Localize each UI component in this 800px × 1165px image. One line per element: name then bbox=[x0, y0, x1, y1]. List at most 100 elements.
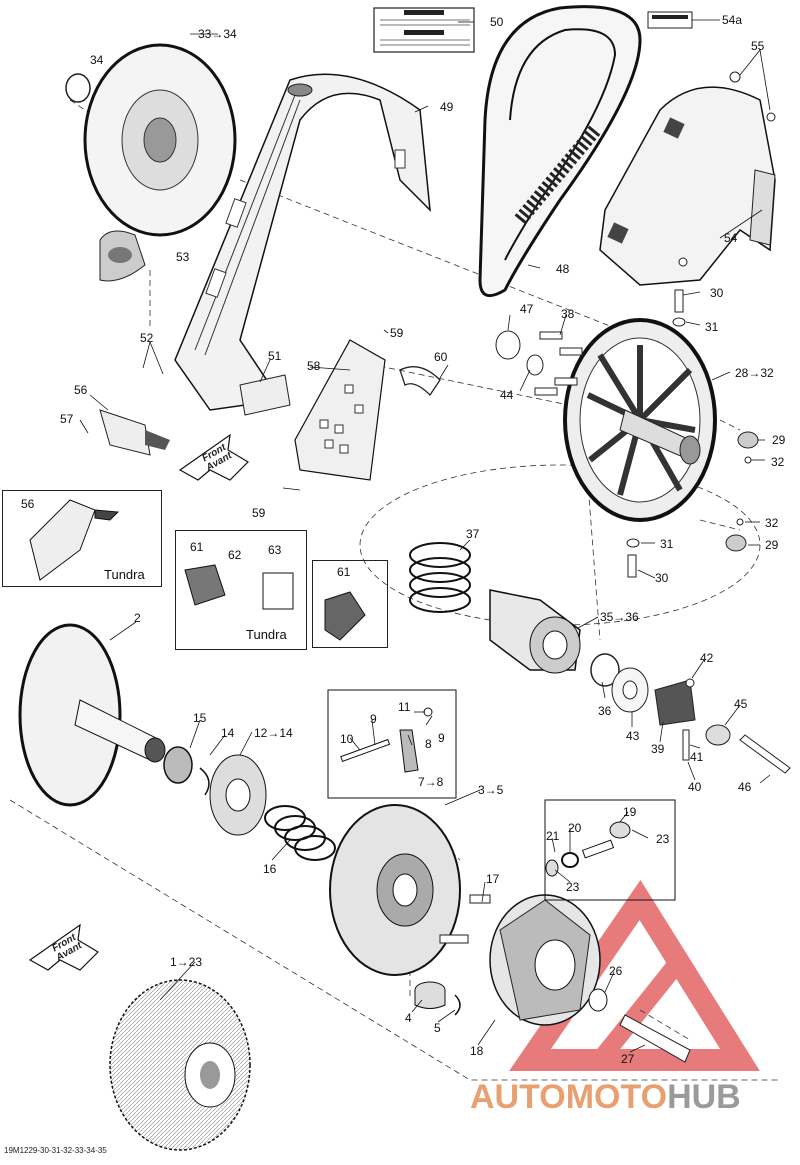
callout-60: 60 bbox=[434, 350, 448, 364]
callout-31-upper: 31 bbox=[705, 320, 719, 334]
inset-box-part-61 bbox=[312, 560, 388, 648]
callout-33-34: 33→34 bbox=[198, 27, 237, 41]
callout-55: 55 bbox=[751, 39, 765, 53]
callout-19: 19 bbox=[623, 805, 637, 819]
callout-44: 44 bbox=[500, 388, 514, 402]
inset-flyweight-icon bbox=[327, 689, 457, 799]
callout-9-left: 9 bbox=[370, 712, 377, 726]
callout-52: 52 bbox=[140, 331, 154, 345]
callout-40: 40 bbox=[688, 780, 702, 794]
callout-17: 17 bbox=[486, 872, 500, 886]
callout-2: 2 bbox=[134, 611, 141, 625]
callout-59-lower: 59 bbox=[252, 506, 266, 520]
front-direction-arrow-icon bbox=[28, 433, 249, 971]
callout-28-32: 28→32 bbox=[735, 366, 774, 380]
callout-9-right: 9 bbox=[438, 731, 445, 745]
movable-sheave-3-icon bbox=[329, 804, 491, 976]
callout-12-14: 12→14 bbox=[254, 726, 293, 740]
driven-pulley-28-icon bbox=[563, 318, 717, 522]
guard-cover-54-icon bbox=[599, 71, 776, 286]
inset-tundra-parts-icon bbox=[184, 564, 366, 641]
callout-11: 11 bbox=[398, 700, 411, 714]
callout-23-right: 23 bbox=[656, 832, 670, 846]
bushing-4-5-icon bbox=[414, 981, 461, 1016]
sheave-hardware-icon bbox=[163, 746, 267, 836]
drive-belt-48-icon bbox=[478, 5, 642, 298]
callout-4: 4 bbox=[405, 1011, 412, 1025]
driven-hardware-icon bbox=[590, 653, 791, 774]
callout-48: 48 bbox=[556, 262, 570, 276]
callout-56-inset: 56 bbox=[21, 497, 35, 511]
callout-45: 45 bbox=[734, 697, 748, 711]
bracket-56-icon bbox=[99, 409, 170, 456]
cam-35-icon bbox=[489, 589, 581, 674]
inset-label-tundra-1: Tundra bbox=[104, 567, 145, 582]
callout-53: 53 bbox=[176, 250, 190, 264]
callout-41: 41 bbox=[690, 750, 704, 764]
callout-43: 43 bbox=[626, 729, 640, 743]
inset-box-tundra-parts bbox=[175, 530, 307, 650]
fasteners-icon bbox=[495, 289, 759, 578]
callout-46: 46 bbox=[738, 780, 752, 794]
callout-36: 36 bbox=[598, 704, 612, 718]
callout-50: 50 bbox=[490, 15, 504, 29]
watermark-text-part1: AUTOMOTO bbox=[470, 1078, 668, 1116]
spring-37-icon bbox=[409, 542, 471, 613]
callout-26: 26 bbox=[609, 964, 623, 978]
inset-roller-parts-icon bbox=[544, 799, 676, 901]
callout-30-upper: 30 bbox=[710, 286, 724, 300]
callout-leaders bbox=[79, 19, 771, 1053]
callout-56: 56 bbox=[74, 383, 88, 397]
label-54a-icon bbox=[647, 11, 693, 29]
brake-disc-33-icon bbox=[83, 43, 237, 237]
callout-8: 8 bbox=[425, 737, 432, 751]
callout-5: 5 bbox=[434, 1021, 441, 1035]
callout-32-lower: 32 bbox=[765, 516, 779, 530]
callout-37: 37 bbox=[466, 527, 480, 541]
callout-16: 16 bbox=[263, 862, 277, 876]
callout-35-36: 35→36 bbox=[600, 610, 639, 624]
callout-49: 49 bbox=[440, 100, 454, 114]
callout-10: 10 bbox=[340, 732, 354, 746]
inset-bracket-56-icon bbox=[29, 499, 120, 581]
watermark-text-part2: HUB bbox=[667, 1078, 741, 1116]
mounting-plate-58-icon bbox=[294, 339, 386, 481]
callout-57: 57 bbox=[60, 412, 74, 426]
callout-39: 39 bbox=[651, 742, 665, 756]
callout-29-lower: 29 bbox=[765, 538, 779, 552]
belt-guard-49-icon bbox=[174, 73, 431, 411]
spring-16-icon bbox=[264, 805, 336, 861]
callout-54: 54 bbox=[724, 231, 738, 245]
cover-53-icon bbox=[99, 230, 146, 282]
inset-box-tundra-bracket bbox=[2, 490, 162, 587]
callout-27: 27 bbox=[621, 1052, 635, 1066]
callout-54a: 54a bbox=[722, 13, 743, 27]
callout-20: 20 bbox=[568, 821, 582, 835]
circlip-34-icon bbox=[65, 73, 91, 103]
callout-7-8: 7→8 bbox=[418, 775, 444, 789]
clip-60-icon bbox=[399, 366, 441, 397]
callout-3-5: 3→5 bbox=[478, 783, 504, 797]
callout-62: 62 bbox=[228, 548, 242, 562]
drive-pulley-1-icon bbox=[109, 979, 251, 1151]
callout-18: 18 bbox=[470, 1044, 484, 1058]
callout-29-upper: 29 bbox=[772, 433, 786, 447]
callout-31-lower: 31 bbox=[660, 537, 674, 551]
callout-21: 21 bbox=[546, 829, 560, 843]
callout-51: 51 bbox=[268, 349, 282, 363]
callout-30-lower: 30 bbox=[655, 571, 669, 585]
watermark-text: AUTOMOTOHUB bbox=[470, 1078, 741, 1117]
callout-32-upper: 32 bbox=[771, 455, 785, 469]
callout-1-23: 1→23 bbox=[170, 955, 203, 969]
callout-42: 42 bbox=[700, 651, 714, 665]
warning-label-50-icon bbox=[373, 7, 475, 53]
callout-47: 47 bbox=[520, 302, 534, 316]
callout-23-lower: 23 bbox=[566, 880, 580, 894]
callout-34: 34 bbox=[90, 53, 104, 67]
callout-63: 63 bbox=[268, 543, 282, 557]
callout-61-inset: 61 bbox=[190, 540, 204, 554]
spider-18-icon bbox=[489, 894, 691, 1063]
callout-38: 38 bbox=[561, 307, 575, 321]
